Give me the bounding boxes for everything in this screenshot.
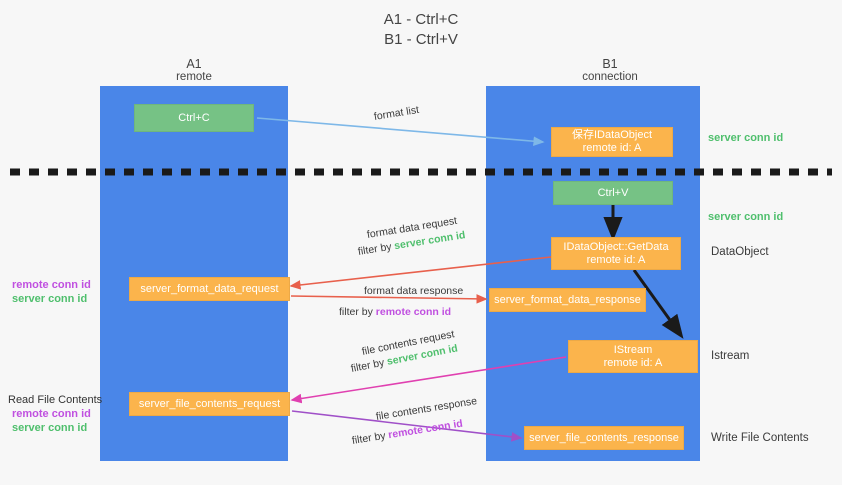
- column-a1-name: A1: [186, 57, 202, 71]
- arrow-label-file-contents-response-filter-prefix: filter by: [351, 429, 390, 447]
- node-istream-line-2: remote id: A: [603, 356, 663, 369]
- left-annotation-read-file-contents: Read File Contents remote conn id server…: [8, 393, 102, 435]
- node-server-format-data-response[interactable]: server_format_data_response: [489, 288, 646, 312]
- column-b1-sub: connection: [582, 71, 638, 83]
- left-annotation-server-conn-id-mid: server conn id: [12, 293, 88, 305]
- title-line-1: A1 - Ctrl+C: [383, 11, 459, 28]
- left-annotation-remote-conn-id-mid: remote conn id: [12, 279, 91, 291]
- arrow-label-format-data-response-filter-prefix: filter by: [339, 306, 376, 318]
- left-annotation-format-conn-ids: remote conn id server conn id: [12, 278, 91, 306]
- node-save-idataobject-line-1: 保存IDataObject: [571, 129, 653, 141]
- node-idataobject-getdata-line-2: remote id: A: [586, 253, 646, 266]
- column-header-b1: B1 connection: [530, 58, 690, 84]
- column-a1-sub: remote: [176, 71, 212, 83]
- arrow-label-format-list-text: format list: [373, 103, 420, 123]
- node-ctrl-c-label: Ctrl+C: [178, 111, 210, 124]
- right-label-write-file-contents: Write File Contents: [711, 432, 809, 444]
- column-header-a1: A1 remote: [114, 58, 274, 84]
- arrow-label-file-contents-response-filter: filter by remote conn id: [351, 417, 464, 448]
- arrow-label-file-contents-response: file contents response: [375, 394, 478, 424]
- arrow-label-format-data-response-filter: filter by remote conn id: [339, 305, 451, 319]
- node-ctrl-v-label: Ctrl+V: [597, 186, 629, 199]
- node-ctrl-v[interactable]: Ctrl+V: [553, 181, 673, 205]
- node-idataobject-getdata-line-1: IDataObject::GetData: [563, 240, 669, 253]
- node-server-file-contents-response[interactable]: server_file_contents_response: [524, 426, 684, 450]
- diagram-title: A1 - Ctrl+C B1 - Ctrl+V: [0, 10, 842, 50]
- arrow-label-file-contents-request-filter-prefix: filter by: [349, 356, 389, 375]
- arrow-label-format-data-response-filter-key: remote conn id: [375, 306, 452, 318]
- left-annotation-remote-conn-id-low: remote conn id: [12, 408, 91, 420]
- node-ctrl-c[interactable]: Ctrl+C: [134, 104, 254, 132]
- left-annotation-server-conn-id-low: server conn id: [12, 422, 88, 434]
- node-server-format-data-request[interactable]: server_format_data_request: [129, 277, 290, 301]
- node-save-idataobject-line-2: remote id: A: [582, 142, 642, 154]
- node-server-format-data-response-label: server_format_data_response: [494, 293, 641, 306]
- arrow-label-format-data-response-text: format data response: [364, 285, 464, 297]
- title-line-2: B1 - Ctrl+V: [384, 31, 458, 48]
- node-server-format-data-request-label: server_format_data_request: [140, 282, 279, 295]
- arrow-label-format-list: format list: [373, 103, 420, 124]
- arrow-label-format-data-response: format data response: [364, 284, 463, 298]
- node-server-file-contents-response-label: server_file_contents_response: [529, 431, 679, 444]
- arrow-label-file-contents-response-text: file contents response: [375, 395, 478, 423]
- right-label-dataobject: DataObject: [711, 246, 769, 258]
- node-istream-line-1: IStream: [613, 343, 653, 356]
- right-label-server-conn-id-mid: server conn id: [708, 211, 784, 223]
- arrow-label-file-contents-response-filter-key: remote conn id: [387, 417, 464, 442]
- right-label-istream: Istream: [711, 350, 750, 362]
- node-save-idataobject[interactable]: 保存IDataObject remote id: A: [551, 127, 673, 157]
- node-idataobject-getdata[interactable]: IDataObject::GetData remote id: A: [551, 237, 681, 270]
- arrow-label-format-data-request-filter-prefix: filter by: [357, 240, 396, 258]
- node-server-file-contents-request-label: server_file_contents_request: [138, 397, 281, 410]
- node-istream[interactable]: IStream remote id: A: [568, 340, 698, 373]
- left-annotation-read-file-contents-title: Read File Contents: [8, 394, 103, 406]
- right-label-server-conn-id-top: server conn id: [708, 132, 784, 144]
- column-b1-name: B1: [602, 57, 618, 71]
- node-server-file-contents-request[interactable]: server_file_contents_request: [129, 392, 290, 416]
